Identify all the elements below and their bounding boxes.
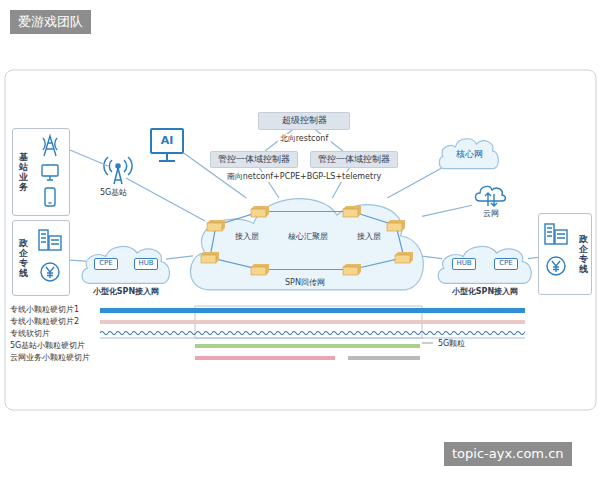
watermark: topic-ayx.com.cn [444,442,572,466]
service-box: 政企专线 [538,213,592,295]
cloud-net: 云网 [468,180,514,222]
link-line [70,150,205,221]
monitor-stand [159,154,175,161]
cloud-outline [82,246,169,283]
connector [528,257,538,258]
node-text: 核心网 [438,149,500,160]
node-text: 政企专线 [19,239,28,279]
router-icon [251,206,269,217]
access-cloud: 小型化SPN接入网 HUB CPE [436,243,534,301]
connector [166,256,193,259]
router-icon [343,206,361,217]
node-text: HUB [138,260,153,268]
note-label: 南向netconf+PCPE+BGP-LS+telemetry [225,172,383,182]
legend-swatch [195,344,420,348]
router-side [395,252,413,263]
node-text: 核心汇聚层 [288,232,328,242]
router-front [343,209,358,217]
router-side [343,264,361,275]
legend-text: 专线小颗粒硬切片2 [10,317,79,327]
node-text: 超级控制器 [282,116,327,126]
router-side [201,252,219,263]
antenna-icon [104,157,132,184]
router-front [387,223,402,231]
access-cloud: 小型化SPN接入网 CPE HUB [80,243,172,301]
connector [422,256,442,258]
router-icon [387,220,405,231]
node-text: 管控一体域控制器 [318,155,390,165]
legend-text: 云网业务小颗粒硬切片 [10,353,90,363]
ring-line [210,212,404,270]
device-box: CPE [94,258,118,270]
connector [387,164,449,198]
legend-swatch [100,308,525,313]
note-label: 5G颗粒 [436,339,467,349]
core-cloud: 核心网 [438,136,500,170]
node-text: 接入层 [235,232,259,242]
connector [70,260,86,261]
node-text: 接入层 [357,232,381,242]
router-side [343,206,361,217]
grey-bar [348,356,420,360]
router-front [343,267,358,275]
router-icon [395,252,413,263]
node-text: 基站业务 [19,153,28,193]
service-box: 基站业务 [12,128,70,216]
router-front [251,209,266,217]
router-icon [201,252,219,263]
legend-text: 专线软切片 [10,329,50,339]
router-side [387,220,405,231]
router-icon [207,220,225,231]
leader-line [422,343,433,344]
soft-slice-line [100,330,525,336]
legend-text: 5G基站小颗粒硬切片 [10,341,85,351]
controller-box: 管控一体域控制器 [210,151,298,168]
node-text: 小型化SPN接入网 [436,287,534,297]
node-text: 云网 [468,209,514,219]
node-text: AI [161,135,174,147]
device-box: HUB [134,258,158,270]
router-side [207,220,225,231]
router-side [251,264,269,275]
legend-swatch [100,320,525,324]
router-side [251,206,269,217]
cloud-net-icon [476,186,506,206]
node-text: CPE [499,260,513,268]
cloud-shape [436,243,534,285]
service-box: 政企专线 [12,220,70,296]
node-text: 政企专线 [579,235,588,275]
router-front [251,267,266,275]
controller-box: 超级控制器 [258,112,350,130]
router-icon [343,264,361,275]
node-text: SPN回传网 [285,278,325,288]
spn-cloud: 接入层 核心汇聚层 接入层 SPN回传网 [185,190,430,294]
device-box: CPE [494,258,518,270]
watermark: 爱游戏团队 [10,10,91,34]
device-box: HUB [452,258,476,270]
note-label: 5G基站 [98,188,129,198]
cloud-outline [438,246,531,283]
note-label: 北向restconf [278,134,331,144]
node-text: HUB [456,260,471,268]
legend-swatch [195,356,335,360]
router-front [201,255,216,263]
router-front [395,255,410,263]
connector [422,205,472,216]
router-front [207,223,222,231]
legend-text: 专线小颗粒硬切片1 [10,305,79,315]
ai-monitor: AI [150,128,184,154]
controller-box: 管控一体域控制器 [310,151,398,168]
node-text: 小型化SPN接入网 [80,287,172,297]
panel [5,70,596,410]
cloud-outline [190,199,423,290]
node-text: CPE [99,260,113,268]
node-text: 管控一体域控制器 [218,155,290,165]
router-icon [251,264,269,275]
